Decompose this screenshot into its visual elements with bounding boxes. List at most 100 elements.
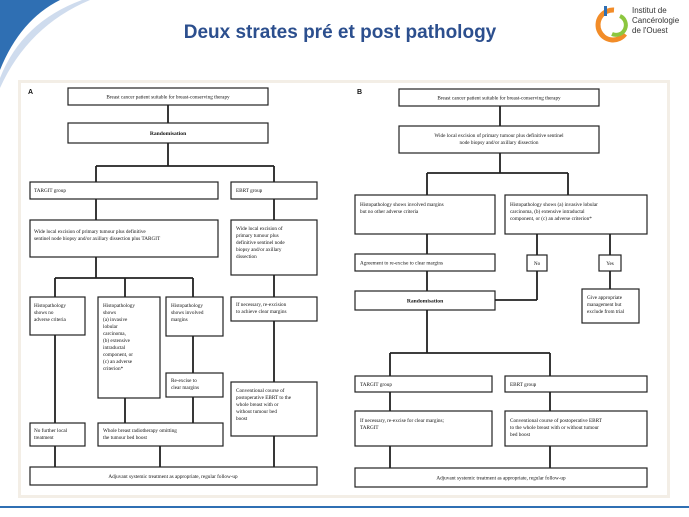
logo-line-2: Cancérologie xyxy=(632,16,680,25)
panel-a-reexcise-ebrt-line-1: If necessary, re-excision xyxy=(236,301,287,308)
panel-b-no-text: No xyxy=(534,261,541,267)
panel-a-no-further-box: No further local treatment xyxy=(29,422,86,447)
logo-line-1: Institut de xyxy=(632,6,667,15)
panel-a-adjuvant-text: Adjuvant systemic treatment as appropria… xyxy=(108,473,238,480)
panel-a-reexcise-ebrt-line-2: to achieve clear margins xyxy=(236,309,286,315)
panel-a-histo-shows-line-8: component, or xyxy=(103,352,133,358)
panel-a-targit-group-text: TARGIT group xyxy=(34,188,66,194)
panel-a-conventional-box: Conventional course of postoperative EBR… xyxy=(230,381,318,437)
panel-a-randomisation-text: Randomisation xyxy=(150,131,187,137)
panel-a-histo-shows-line-9: (c) an adverse xyxy=(103,358,133,365)
panel-a-adjuvant-box: Adjuvant systemic treatment as appropria… xyxy=(29,466,318,486)
logo-line-3: de l'Ouest xyxy=(632,26,668,35)
panel-b-histo-involved-box: Histopathology shows involved margins bu… xyxy=(354,194,496,235)
panel-a-histo-none-line-3: adverse criteria xyxy=(34,317,67,323)
panel-b-adjuvant-box: Adjuvant systemic treatment as appropria… xyxy=(354,467,648,488)
panel-a-histo-shows-line-5: carcinoma, xyxy=(103,331,126,337)
panel-b-randomisation-box: Randomisation xyxy=(354,290,496,311)
panel-b-targit-group-box: TARGIT group xyxy=(354,375,493,393)
panel-a-histo-shows-line-6: (b) extensive xyxy=(103,337,131,344)
panel-a-reexcise-box: Re-excise to clear margins xyxy=(165,372,224,398)
panel-a-histo-shows-box: Histopathology shows (a) invasive lobula… xyxy=(97,296,161,399)
panel-b-histo-involved-line-1: Histopathology shows involved margins xyxy=(360,202,444,208)
panel-a-targit-surgery-line-2: sentinel node biopsy and/or axillary dis… xyxy=(34,236,161,242)
panel-a-histo-shows-line-2: shows xyxy=(103,310,116,316)
panel-a-histo-shows-line-10: criterion* xyxy=(103,366,124,372)
panel-a-conventional-line-5: boost xyxy=(236,416,248,422)
panel-a-targit-group-box: TARGIT group xyxy=(29,181,219,200)
panel-b-connectors xyxy=(389,106,611,468)
panel-a-conventional-line-1: Conventional course of xyxy=(236,387,285,394)
panel-a-randomisation-box: Randomisation xyxy=(67,122,269,144)
panel-a-ebrt-surgery-line-1: Wide local excision of xyxy=(236,225,283,232)
panel-b-targit-group-text: TARGIT group xyxy=(360,382,392,388)
panel-a-conventional-line-4: without tumour bed xyxy=(236,409,277,415)
panel-b-patient-box: Breast cancer patient suitable for breas… xyxy=(398,88,600,107)
panel-a-connectors xyxy=(54,105,275,467)
slide-title: Deux strates pré et post pathology xyxy=(183,22,497,43)
panel-a-reexcise-ebrt-box: If necessary, re-excision to achieve cle… xyxy=(230,296,318,322)
swoosh-blue xyxy=(0,0,60,70)
panel-a-targit-surgery-box: Wide local excision of primary tumour pl… xyxy=(29,219,219,258)
panel-b-histo-adverse-box: Histopathology shows (a) invasive lobula… xyxy=(504,194,648,235)
panel-b-histo-adverse-line-3: component, or (c) an adverse criterion* xyxy=(510,215,592,222)
panel-a-patient-box: Breast cancer patient suitable for breas… xyxy=(67,87,269,106)
panel-a-label: A xyxy=(28,89,33,96)
panel-b-histo-involved-line-2: but no other adverse criteria xyxy=(360,209,419,215)
panel-b-agreement-text: Agreement to re-excise to clear margins xyxy=(360,261,443,267)
panel-b-no-box: No xyxy=(526,254,548,272)
panel-a-ebrt-group-text: EBRT group xyxy=(236,188,263,194)
panel-a-histo-margins-box: Histopathology shows involved margins xyxy=(165,296,224,337)
panel-b-wle-line-1: Wide local excision of primary tumour pl… xyxy=(434,132,564,139)
panel-a-ebrt-surgery-line-2: primary tumour plus xyxy=(236,233,279,239)
panel-a-ebrt-surgery-line-5: dissection xyxy=(236,254,257,260)
panel-a-ebrt-group-box: EBRT group xyxy=(230,181,318,200)
panel-a-histo-none-line-2: shows no xyxy=(34,310,54,316)
panel-b-yes-text: Yes xyxy=(606,261,614,267)
panel-b-give-appropriate-line-1: Give appropriate xyxy=(587,295,623,301)
panel-b-patient-text: Breast cancer patient suitable for breas… xyxy=(437,95,561,102)
panel-b-wle-line-2: node biopsy and/or axillary dissection xyxy=(460,140,539,146)
panel-b-ebrt-detail-box: Conventional course of postoperative EBR… xyxy=(504,410,648,447)
panel-b-give-appropriate-box: Give appropriate management but exclude … xyxy=(581,288,640,324)
panel-b-ebrt-detail-line-3: bed boost xyxy=(510,432,531,438)
panel-b-agreement-box: Agreement to re-excise to clear margins xyxy=(354,253,496,272)
panel-b-ebrt-group-box: EBRT group xyxy=(504,375,648,393)
panel-a-histo-margins-line-3: margins xyxy=(171,317,188,323)
panel-a-histo-margins-line-2: shows involved xyxy=(171,310,204,316)
panel-a-ebrt-surgery-line-4: biopsy and/or axillary xyxy=(236,247,282,253)
panel-a-conventional-line-2: postoperative EBRT to the xyxy=(236,395,292,401)
logo-text: Institut de Cancérologie de l'Ouest xyxy=(632,6,679,36)
panel-b-ebrt-group-text: EBRT group xyxy=(510,382,537,388)
panel-a-whole-breast-line-2: the tumour bed boost xyxy=(103,435,148,441)
panel-a-histo-shows-line-1: Histopathology xyxy=(103,303,135,309)
panel-a-ebrt-surgery-line-3: definitive sentinel node xyxy=(236,239,285,246)
panel-b-ebrt-detail-line-1: Conventional course of postoperative EBR… xyxy=(510,417,603,424)
panel-b-targit-detail-box: If necessary, re-excise for clear margin… xyxy=(354,410,493,447)
panel-a-no-further-line-2: treatment xyxy=(34,435,54,441)
panel-a-histo-none-line-1: Histopathology xyxy=(34,303,66,309)
panel-a-no-further-line-1: No further local xyxy=(34,427,68,434)
footer-rule xyxy=(0,506,689,508)
panel-a-whole-breast-box: Whole breast radiotherapy omitting the t… xyxy=(97,422,224,447)
logo-green-arc xyxy=(611,14,628,37)
panel-a-histo-none-box: Histopathology shows no adverse criteria xyxy=(29,296,86,336)
panel-a-whole-breast-line-1: Whole breast radiotherapy omitting xyxy=(103,428,177,434)
panel-a-reexcise-line-1: Re-excise to xyxy=(171,378,197,384)
panel-b-histo-adverse-line-1: Histopathology shows (a) invasive lobula… xyxy=(510,201,598,208)
panel-b-wle-box: Wide local excision of primary tumour pl… xyxy=(398,125,600,154)
logo-blue-bar xyxy=(604,6,607,16)
ico-logo-icon xyxy=(595,6,628,43)
panel-b-randomisation-text: Randomisation xyxy=(407,299,444,305)
panel-b-targit-detail-line-1: If necessary, re-excise for clear margin… xyxy=(360,417,445,424)
panel-a-targit-surgery-line-1: Wide local excision of primary tumour pl… xyxy=(34,228,146,235)
panel-b-give-appropriate-line-3: exclude from trial xyxy=(587,308,625,315)
panel-a-histo-margins-line-1: Histopathology xyxy=(171,303,203,309)
corner-swoosh-decoration xyxy=(0,0,90,88)
panel-a-patient-text: Breast cancer patient suitable for breas… xyxy=(106,94,230,101)
panel-b-yes-box: Yes xyxy=(598,254,622,272)
panel-b-ebrt-detail-line-2: to the whole breast with or without tumo… xyxy=(510,425,599,431)
panel-a-conventional-line-3: whole breast with or xyxy=(236,402,279,408)
panel-a-histo-shows-line-3: (a) invasive xyxy=(103,316,128,323)
